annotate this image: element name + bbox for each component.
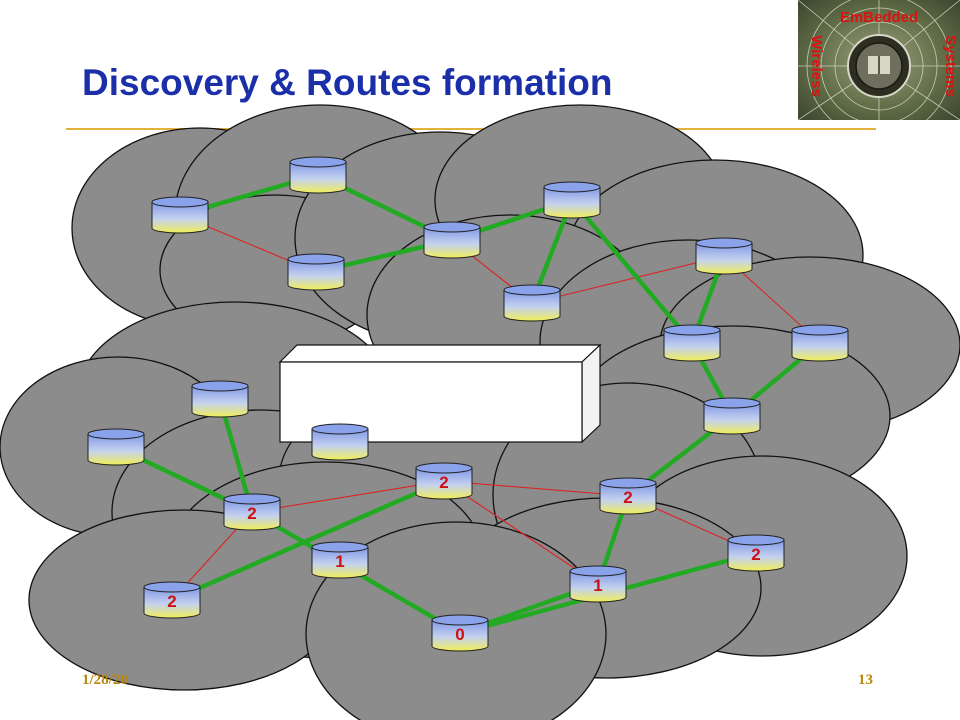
logo-right-text: Systems [942, 35, 959, 97]
hop-count-label: 1 [335, 552, 344, 571]
node-top [87, 428, 145, 440]
node-body [569, 570, 627, 603]
sensor-node-n12 [87, 428, 145, 466]
route-n6-n8 [569, 197, 695, 346]
sensor-node-n2 [289, 156, 347, 194]
node-top [791, 324, 849, 336]
title-underline [66, 128, 876, 130]
node-top [703, 397, 761, 409]
radio-link-n15-n19 [443, 480, 599, 585]
node-top [311, 423, 369, 435]
node-top [569, 565, 627, 577]
ews-logo: EmBedded Wireless Systems [798, 0, 960, 120]
sensor-node-n10 [703, 397, 761, 435]
sensor-node-n3 [287, 253, 345, 291]
hop-count-label: 2 [751, 545, 760, 564]
node-top [143, 581, 201, 593]
sensor-node-n13 [311, 423, 369, 461]
node-top [663, 324, 721, 336]
node-body [223, 498, 281, 531]
hop-count-label: 2 [439, 473, 448, 492]
node-top [287, 253, 345, 265]
node-top [543, 181, 601, 193]
node-layer: 2 2 2 2 1 1 2 0 [87, 156, 849, 652]
node-body [311, 428, 369, 461]
sensor-node-n17: 2 [727, 534, 785, 572]
sensor-node-n14: 2 [223, 493, 281, 531]
node-top [151, 196, 209, 208]
slide-number: 13 [858, 672, 873, 688]
footer-date: 1/28/20 [82, 672, 128, 688]
node-top [503, 284, 561, 296]
node-top [415, 462, 473, 474]
node-top [191, 380, 249, 392]
node-body [191, 385, 249, 418]
node-body [431, 619, 489, 652]
sensor-node-n18: 1 [311, 541, 369, 579]
sensor-node-n15: 2 [415, 462, 473, 500]
node-top [695, 237, 753, 249]
node-body [311, 546, 369, 579]
node-top [727, 534, 785, 546]
sensor-node-n16: 2 [599, 477, 657, 515]
node-body [287, 258, 345, 291]
sensor-node-n7 [695, 237, 753, 275]
node-top [289, 156, 347, 168]
node-body [289, 161, 347, 194]
node-body [791, 329, 849, 362]
sensor-node-n19: 1 [569, 565, 627, 603]
slide-title: Discovery & Routes formation [82, 62, 613, 103]
node-body [599, 482, 657, 515]
sensor-node-n5 [503, 284, 561, 322]
obstacle-side-face [581, 343, 601, 444]
sensor-node-n20: 2 [143, 581, 201, 619]
hop-count-label: 2 [623, 488, 632, 507]
node-body [87, 433, 145, 466]
hop-count-label: 2 [167, 592, 176, 611]
sensor-node-n11 [191, 380, 249, 418]
radio-link-n15-n16 [443, 480, 629, 497]
sensor-node-n1 [151, 196, 209, 234]
node-body [703, 402, 761, 435]
node-body [663, 329, 721, 362]
node-body [423, 226, 481, 259]
radio-link-n5-n7 [531, 255, 725, 304]
hop-count-label: 0 [455, 625, 464, 644]
sensor-node-n9 [791, 324, 849, 362]
sensor-node-n8 [663, 324, 721, 362]
radio-link-n14-n15 [251, 480, 445, 513]
node-top [223, 493, 281, 505]
sensor-node-n4 [423, 221, 481, 259]
route-n11-n14 [217, 396, 255, 515]
route-n15-n20 [169, 478, 447, 603]
node-body [695, 242, 753, 275]
node-body [543, 186, 601, 219]
logo-left-text: Wireless [808, 35, 825, 97]
logo-top-text: EmBedded [840, 9, 918, 26]
node-top [311, 541, 369, 553]
node-body [503, 289, 561, 322]
node-body [727, 539, 785, 572]
sensor-node-n21: 0 [431, 614, 489, 652]
hop-count-label: 2 [247, 504, 256, 523]
node-top [599, 477, 657, 489]
node-body [415, 467, 473, 500]
node-top [431, 614, 489, 626]
university-seal-icon [847, 34, 911, 98]
hop-count-label: 1 [593, 576, 602, 595]
node-body [143, 586, 201, 619]
node-top [423, 221, 481, 233]
sensor-node-n6 [543, 181, 601, 219]
node-body [151, 201, 209, 234]
obstacle-top-face [278, 344, 602, 363]
